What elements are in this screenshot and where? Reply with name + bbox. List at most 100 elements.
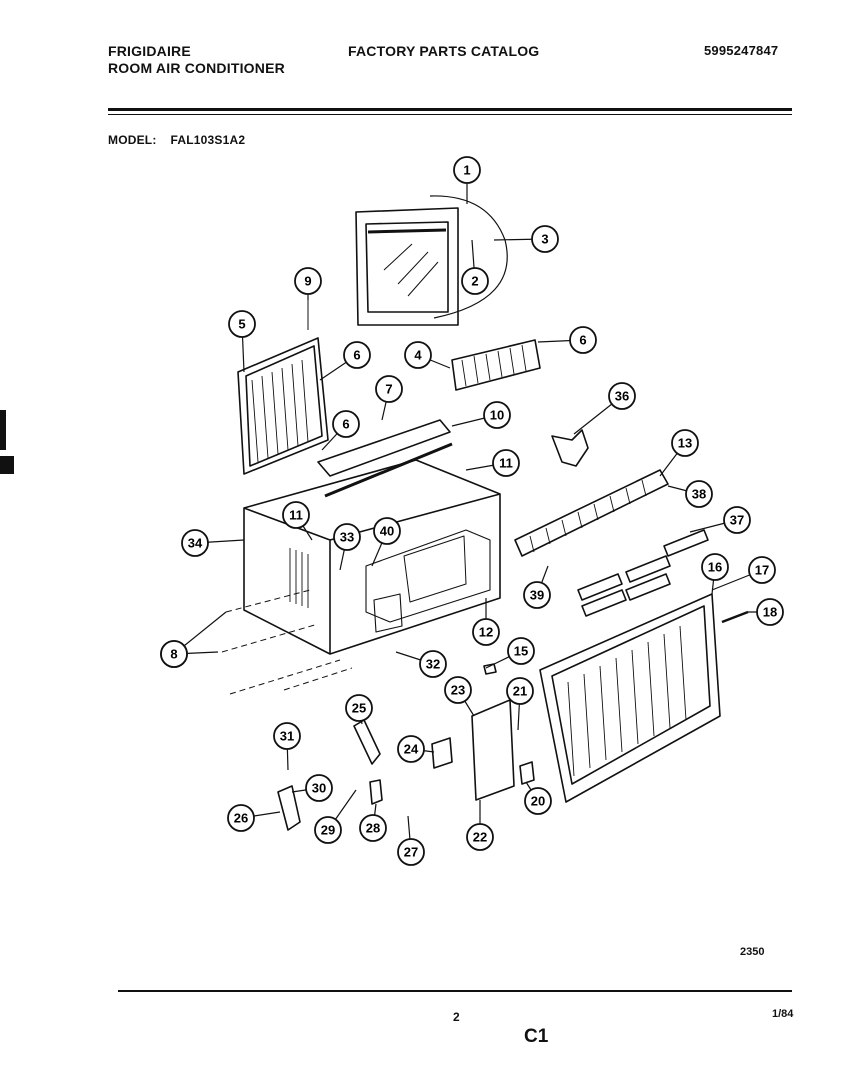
- model-label: MODEL:: [108, 133, 157, 147]
- callout-number: 32: [426, 657, 440, 672]
- callout-circle: [333, 523, 361, 551]
- header-rule-thick: [108, 108, 792, 111]
- callout-number: 11: [289, 508, 303, 523]
- callout-circle: [305, 774, 333, 802]
- callout-circle: [227, 804, 255, 832]
- callout-circle: [345, 694, 373, 722]
- callout-circle: [373, 517, 401, 545]
- callout-circle: [294, 267, 322, 295]
- front-panel: [539, 593, 749, 803]
- top-cover: [317, 419, 453, 498]
- callout-circle: [483, 401, 511, 429]
- model-number: FAL103S1A2: [170, 133, 246, 147]
- callout-number: 26: [234, 811, 248, 826]
- callout-circle: [472, 618, 500, 646]
- callout-number: 6: [342, 417, 349, 432]
- cabinet: [243, 459, 501, 655]
- callout-number: 28: [366, 821, 380, 836]
- callout-circle: [723, 506, 751, 534]
- callout-circle: [701, 553, 729, 581]
- control-plate: [471, 699, 515, 801]
- callout-number: 40: [380, 524, 394, 539]
- callout-number: 31: [280, 729, 294, 744]
- callout-circle: [685, 480, 713, 508]
- footer-rule: [118, 990, 792, 992]
- callout-circle: [397, 735, 425, 763]
- callout-number: 7: [385, 382, 392, 397]
- callout-circle: [375, 375, 403, 403]
- callout-number: 25: [352, 701, 366, 716]
- callout-number: 24: [404, 742, 419, 757]
- callout-number: 1: [463, 163, 470, 178]
- callout-number: 23: [451, 683, 465, 698]
- page-number: 2: [453, 1010, 460, 1024]
- callout-number: 11: [499, 456, 513, 471]
- catalog-title: FACTORY PARTS CATALOG: [348, 43, 540, 59]
- callout-circle: [569, 326, 597, 354]
- catalog-number: 5995247847: [704, 43, 779, 58]
- callout-circle: [273, 722, 301, 750]
- callout-circle: [461, 267, 489, 295]
- deflector-set: [577, 529, 709, 617]
- illustration-code: 2350: [740, 946, 765, 958]
- callout-number: 27: [404, 845, 418, 860]
- callout-circle: [228, 310, 256, 338]
- callout-circle: [160, 640, 188, 668]
- callout-circle: [492, 449, 520, 477]
- callout-circle: [524, 787, 552, 815]
- filter-panel: [237, 300, 329, 475]
- callout-number: 29: [321, 823, 335, 838]
- callout-circle: [507, 637, 535, 665]
- callout-number: 30: [312, 781, 326, 796]
- callout-number: 8: [170, 647, 177, 662]
- header-rule-thin: [108, 114, 792, 115]
- callout-number: 36: [615, 389, 629, 404]
- callout-circle: [404, 341, 432, 369]
- callout-number: 16: [708, 560, 722, 575]
- callout-number: 9: [304, 274, 311, 289]
- small-parts: [277, 663, 535, 831]
- callout-circle: [756, 598, 784, 626]
- callout-circle: [181, 529, 209, 557]
- callout-number: 10: [490, 408, 504, 423]
- callout-number: 20: [531, 794, 545, 809]
- callout-number: 21: [513, 684, 527, 699]
- clip-part: [551, 429, 589, 467]
- callout-group: 1234566678891011111213151617182021222324…: [160, 156, 784, 866]
- brand-block: FRIGIDAIRE ROOM AIR CONDITIONER: [108, 43, 285, 77]
- callout-number: 38: [692, 487, 706, 502]
- mounting-hardware: [221, 589, 353, 695]
- callout-circle: [314, 816, 342, 844]
- callout-number: 2: [471, 274, 478, 289]
- louver-strip: [451, 339, 541, 391]
- callout-number: 17: [755, 563, 769, 578]
- callout-number: 4: [414, 348, 422, 363]
- callout-number: 6: [353, 348, 360, 363]
- callout-circle: [332, 410, 360, 438]
- control-rail: [514, 469, 669, 557]
- callout-number: 34: [188, 536, 203, 551]
- callout-circle: [608, 382, 636, 410]
- callout-number: 18: [763, 605, 777, 620]
- callout-number: 15: [514, 644, 528, 659]
- callout-circle: [506, 677, 534, 705]
- callout-circle: [671, 429, 699, 457]
- callout-number: 33: [340, 530, 354, 545]
- scan-edge-mark-lower: [0, 456, 14, 474]
- front-grille-panel: [355, 195, 508, 326]
- callout-number: 3: [541, 232, 548, 247]
- callout-number: 13: [678, 436, 692, 451]
- model-line: MODEL: FAL103S1A2: [108, 133, 259, 147]
- revision-date: 1/84: [772, 1008, 794, 1020]
- brand-name: FRIGIDAIRE: [108, 43, 191, 59]
- callout-number: 22: [473, 830, 487, 845]
- callout-circle: [397, 838, 425, 866]
- callout-circle: [523, 581, 551, 609]
- callout-circle: [419, 650, 447, 678]
- callout-circle: [748, 556, 776, 584]
- callout-circle: [359, 814, 387, 842]
- callout-circle: [343, 341, 371, 369]
- scan-edge-mark-upper: [0, 410, 6, 450]
- callout-circle: [444, 676, 472, 704]
